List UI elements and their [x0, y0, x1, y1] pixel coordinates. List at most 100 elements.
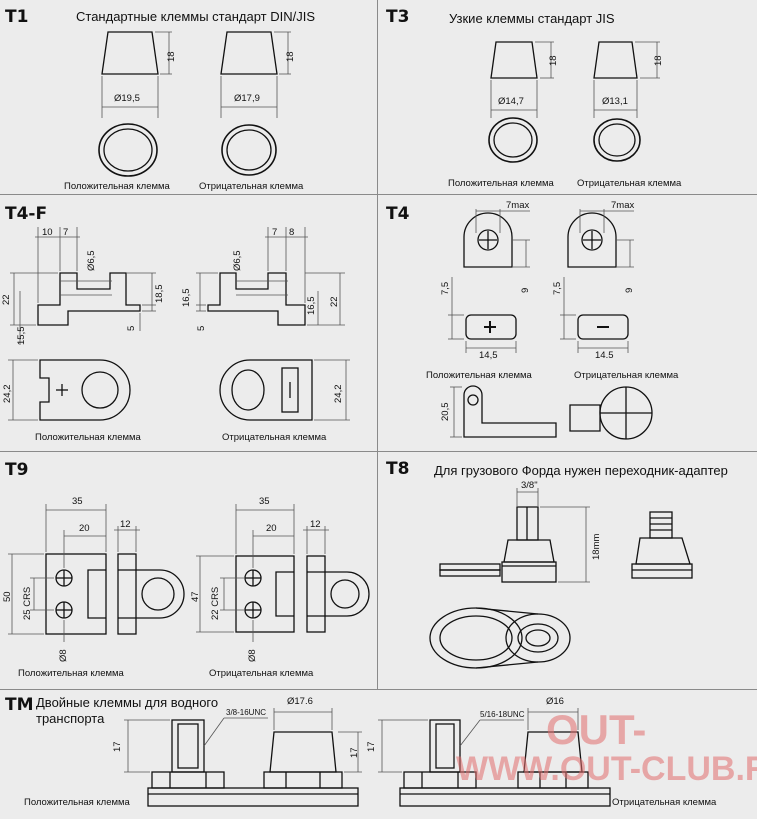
watermark-line2: WWW.OUT-CLUB.RU	[456, 750, 757, 788]
t4f-caption-negative: Отрицательная клемма	[222, 432, 327, 443]
t9-left-dim-12: 12	[120, 519, 131, 530]
t4-dim-75-right: 7,5	[552, 281, 563, 295]
tm-code: TM	[5, 695, 34, 715]
t8-ring-small	[505, 613, 571, 663]
t9-code: T9	[5, 460, 29, 480]
t1-dim-height-right: 18	[285, 51, 296, 62]
t4-dim-9-left: 9	[520, 287, 531, 293]
t3-drawing	[488, 41, 660, 163]
tm-negative-nut-right	[517, 771, 589, 789]
panel-tm: TM Двойные клеммы для водного транспорта…	[0, 690, 757, 819]
t4-positive-bracket	[463, 385, 557, 438]
t3-dim-dia-positive: Ø14,7	[498, 96, 524, 107]
t3-caption-negative: Отрицательная клемма	[577, 178, 682, 189]
t4f-left-dim-242: 24,2	[2, 384, 13, 404]
tm-positive-stud	[171, 719, 205, 773]
t4-code: T4	[386, 204, 410, 224]
t9-left-dim-35: 35	[72, 496, 83, 507]
t4f-left-dia: Ø6,5	[86, 250, 97, 271]
t8-ring-large	[429, 607, 523, 669]
t4f-right-dim-165b: 16,5	[306, 296, 317, 316]
t4f-left-dim-155: 15,5	[16, 326, 27, 346]
row-divider-2	[0, 451, 757, 452]
t9-left-dim-50: 50	[2, 591, 13, 602]
t9-negative-eye	[325, 571, 370, 617]
tm-negative-base	[399, 787, 611, 807]
t9-left-dim-25: 25 CRS	[22, 586, 33, 620]
t4-caption-positive: Положительная клемма	[426, 370, 532, 381]
t1-negative-profile	[220, 31, 278, 75]
t9-right-dim-47: 47	[190, 591, 201, 602]
t9-positive-block	[45, 553, 107, 635]
t9-right-dim-22: 22 CRS	[210, 586, 221, 620]
t1-title: Стандартные клеммы стандарт DIN/JIS	[76, 9, 315, 24]
row-divider-3	[0, 689, 757, 690]
t4-caption-negative: Отрицательная клемма	[574, 370, 679, 381]
t1-caption-positive: Положительная клемма	[64, 181, 170, 192]
t4-negative-tab	[569, 404, 601, 432]
t4f-left-dim-7: 7	[63, 227, 69, 238]
tm-caption-negative: Отрицательная клемма	[612, 797, 717, 808]
t9-drawing	[8, 504, 370, 642]
t9-negative-side	[306, 555, 326, 633]
tm-left-dim-17a: 17	[112, 741, 123, 752]
t8-code: T8	[386, 459, 410, 479]
t4f-right-dim-22: 22	[329, 296, 340, 307]
t8-terminal-stud	[649, 511, 673, 539]
panel-t4: T4 7max 7max 9 9 7,5 7,5 14,5 14.5 20,5 …	[378, 195, 757, 451]
t9-caption-positive: Положительная клемма	[18, 668, 124, 679]
panel-t4f: T4-F 10 7 Ø6,5 22 15,5 18,5 5 24,2 7 8 Ø…	[0, 195, 377, 451]
row-divider-1	[0, 194, 757, 195]
t9-right-dim-12: 12	[310, 519, 321, 530]
tm-drawing	[124, 708, 611, 807]
t4-positive-lug	[463, 212, 513, 268]
t9-left-dim-d8: Ø8	[58, 649, 69, 662]
t4-dim-7max-right: 7max	[611, 200, 635, 211]
t4f-right-dia: Ø6,5	[232, 250, 243, 271]
t4f-negative-plate	[219, 359, 313, 421]
t8-dim-18mm: 18mm	[591, 533, 602, 560]
tm-right-thread: 5/16-18UNC	[480, 710, 525, 719]
t3-code: T3	[386, 7, 410, 27]
t1-positive-top	[98, 123, 158, 177]
t1-caption-negative: Отрицательная клемма	[199, 181, 304, 192]
tm-left-dim-17b: 17	[349, 747, 360, 758]
t9-right-dim-d8: Ø8	[247, 649, 258, 662]
t9-left-dim-20: 20	[79, 523, 90, 534]
t4f-positive-profile	[37, 272, 141, 326]
t3-dim-height-left: 18	[548, 55, 559, 66]
t9-positive-side	[117, 553, 137, 635]
t3-title: Узкие клеммы стандарт JIS	[449, 11, 615, 26]
t1-drawing	[98, 31, 291, 177]
t3-positive-top	[488, 117, 538, 163]
t4-dim-75-left: 7,5	[440, 281, 451, 295]
t4f-negative-profile	[207, 272, 306, 326]
t3-dim-height-right: 18	[653, 55, 664, 66]
t4-dim-145-right: 14.5	[595, 350, 614, 361]
t4f-right-dim-165a: 16,5	[181, 288, 192, 308]
t8-title: Для грузового Форда нужен переходник-ада…	[434, 463, 728, 478]
t9-right-dim-35: 35	[259, 496, 270, 507]
t3-negative-profile	[593, 41, 638, 79]
t1-negative-top	[221, 124, 277, 176]
t4-dim-7max-left: 7max	[506, 200, 530, 211]
panel-t1: T1 Стандартные клеммы стандарт DIN/JIS 1…	[0, 0, 377, 194]
tm-right-dim-17: 17	[366, 741, 377, 752]
tm-left-thread: 3/8-16UNC	[226, 708, 267, 717]
t8-terminal-base	[631, 563, 693, 579]
t8-drawing	[429, 488, 693, 669]
panel-t3: T3 Узкие клеммы стандарт JIS 18 18 Ø14,7…	[378, 0, 757, 194]
tm-right-dia: Ø16	[546, 696, 564, 707]
t4-drawing	[448, 209, 653, 440]
tm-caption-positive: Положительная клемма	[24, 797, 130, 808]
t9-caption-negative: Отрицательная клемма	[209, 668, 314, 679]
t4-dim-145-left: 14,5	[479, 350, 498, 361]
t1-positive-profile	[101, 31, 159, 75]
t4f-positive-plate	[39, 359, 131, 421]
t1-code: T1	[5, 7, 29, 27]
tm-positive-nut-left	[151, 771, 225, 789]
tm-positive-nut-right	[263, 771, 343, 789]
t4-negative-lug	[567, 212, 617, 268]
t4f-caption-positive: Положительная клемма	[35, 432, 141, 443]
